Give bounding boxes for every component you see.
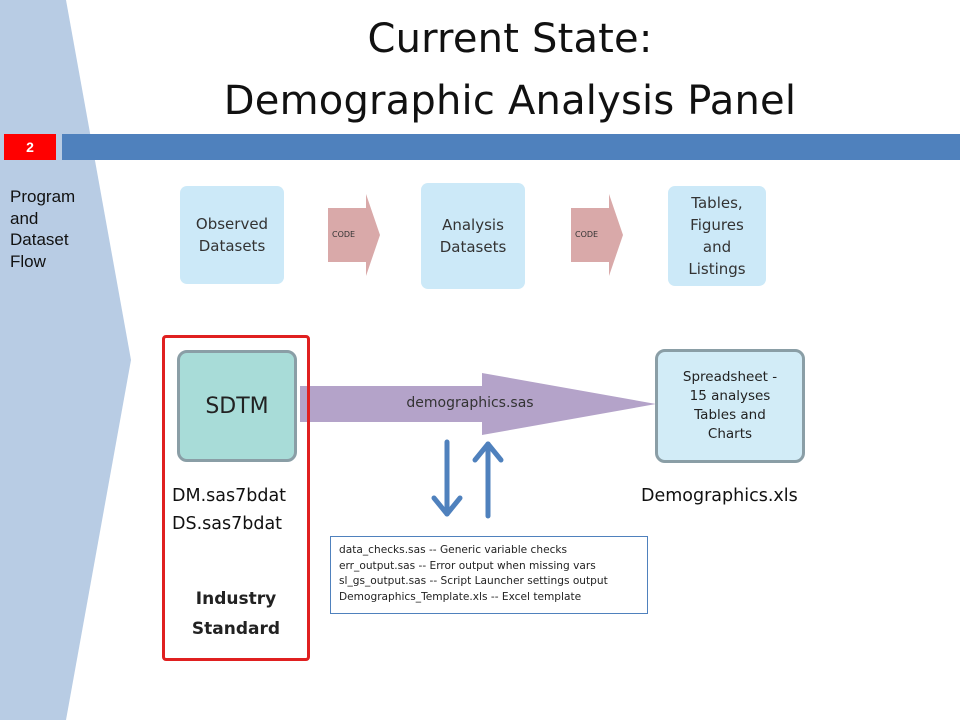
slide-number-badge: 2 <box>4 134 56 160</box>
flow-step-text: Tables, <box>691 194 743 212</box>
down-arrow-icon <box>431 439 463 517</box>
exchange-arrows <box>431 439 504 519</box>
process-arrow <box>300 373 656 435</box>
support-file-line: Demographics_Template.xls -- Excel templ… <box>339 590 582 603</box>
industry-standard-caption: Industry Standard <box>162 584 310 644</box>
spreadsheet-text: Tables and <box>694 407 766 423</box>
page-title-line-2: Demographic Analysis Panel <box>223 78 797 124</box>
flow-step-observed-datasets: Observed Datasets <box>180 186 284 284</box>
spreadsheet-text: 15 analyses <box>689 388 771 404</box>
flow-step-text: Analysis <box>442 216 504 234</box>
flow-step-text: Datasets <box>198 237 266 255</box>
sidebar-chevron-panel <box>0 0 131 720</box>
sidebar-label: Program and Dataset Flow <box>10 186 110 272</box>
flow-step-text: Observed <box>195 215 269 233</box>
code-arrow-2-label: CODE <box>575 230 599 239</box>
code-arrow-1 <box>328 194 380 276</box>
code-arrow-1-label: CODE <box>332 230 356 239</box>
support-file-line: sl_gs_output.sas -- Script Launcher sett… <box>339 575 608 587</box>
process-arrow-label: demographics.sas <box>406 395 534 411</box>
code-arrow-2 <box>571 194 623 276</box>
flow-step-text: Datasets <box>439 238 507 256</box>
sidebar-label-line: and <box>10 208 39 228</box>
flow-step-text: and <box>702 238 732 256</box>
flow-step-text: Listings <box>688 260 746 278</box>
sidebar-label-line: Flow <box>10 251 46 271</box>
flow-step-tables-figures-listings: Tables, Figures and Listings <box>668 186 766 286</box>
flow-step-analysis-datasets: Analysis Datasets <box>421 183 525 289</box>
caption-line: Industry <box>195 589 277 609</box>
sidebar-label-line: Dataset <box>10 230 69 249</box>
spreadsheet-text: Charts <box>707 426 753 442</box>
caption-line: Standard <box>191 619 281 639</box>
up-arrow-icon <box>472 441 504 519</box>
source-file-ds: DS.sas7bdat <box>172 514 283 534</box>
source-file-dm: DM.sas7bdat <box>172 486 287 506</box>
spreadsheet-box: Spreadsheet - 15 analyses Tables and Cha… <box>655 349 805 463</box>
support-file-line: err_output.sas -- Error output when miss… <box>339 559 596 572</box>
target-file: Demographics.xls <box>641 486 798 506</box>
flow-step-text: Figures <box>690 216 744 234</box>
support-file-line: data_checks.sas -- Generic variable chec… <box>339 544 568 556</box>
industry-standard-frame <box>162 335 310 661</box>
accent-bar <box>62 134 960 160</box>
support-files-box: data_checks.sas -- Generic variable chec… <box>330 536 648 614</box>
page-title-line-1: Current State: <box>367 16 653 62</box>
spreadsheet-text: Spreadsheet - <box>682 369 778 385</box>
sidebar-label-line: Program <box>10 187 76 206</box>
sdtm-box: SDTM <box>177 350 297 462</box>
